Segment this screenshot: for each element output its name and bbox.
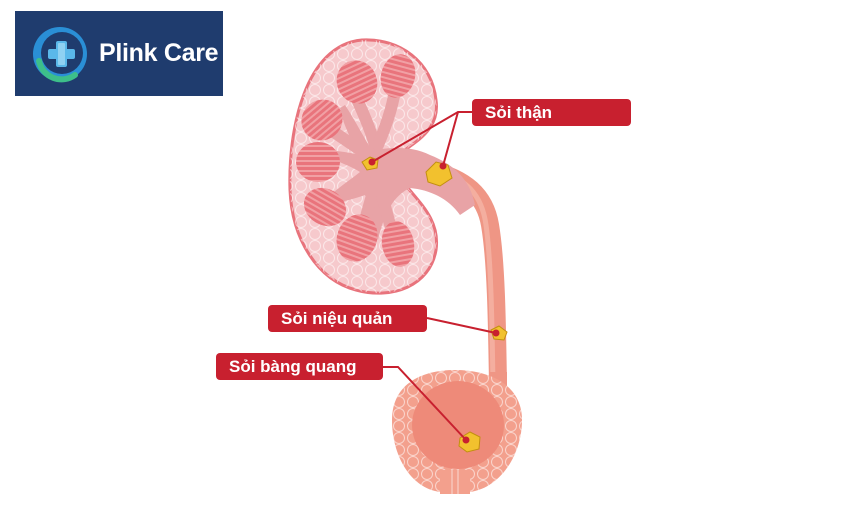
- leader-lines: [371, 111, 497, 441]
- brand-name: Plink Care: [99, 39, 219, 67]
- bladder: [392, 370, 522, 494]
- kidney: [288, 38, 475, 295]
- renal-pyramids: [296, 54, 416, 267]
- label-bladder-stone: Sỏi bàng quang: [216, 353, 383, 380]
- brand-logo: Plink Care: [15, 11, 223, 96]
- label-ureter-stone: Sỏi niệu quản: [268, 305, 427, 332]
- renal-pelvis: [318, 105, 475, 240]
- leader-dots: [368, 158, 500, 444]
- medical-cross-circle-icon: [33, 26, 87, 82]
- label-kidney-stone: Sỏi thận: [472, 99, 631, 126]
